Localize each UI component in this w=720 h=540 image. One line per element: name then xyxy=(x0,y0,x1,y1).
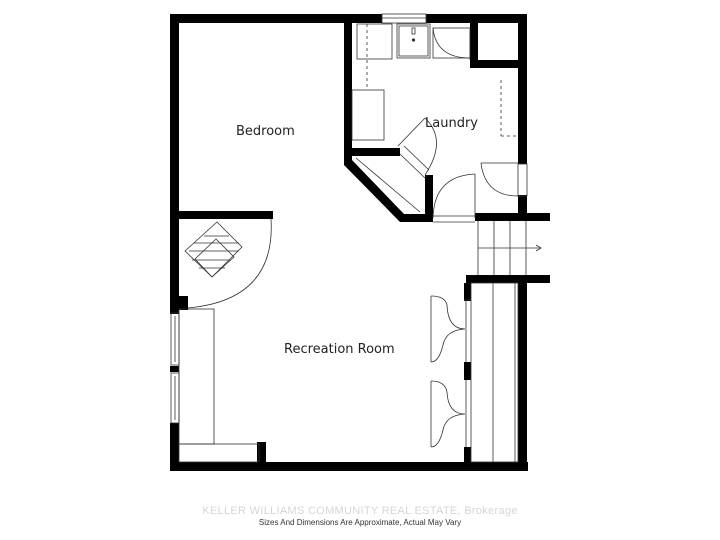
fireplace-icon xyxy=(184,221,243,278)
stairs-icon xyxy=(477,221,542,275)
disclaimer-text: Sizes And Dimensions Are Approximate, Ac… xyxy=(258,518,462,527)
laundry-sink-icon xyxy=(396,23,431,59)
thin-lines xyxy=(170,13,542,463)
room-label-bedroom: Bedroom xyxy=(236,124,295,139)
walls xyxy=(170,14,550,471)
room-label-recreation: Recreation Room xyxy=(284,342,395,357)
closet-doors-icon xyxy=(430,295,470,448)
brokerage-watermark: KELLER WILLIAMS COMMUNITY REAL ESTATE, B… xyxy=(202,505,518,517)
room-label-laundry: Laundry xyxy=(425,116,478,131)
